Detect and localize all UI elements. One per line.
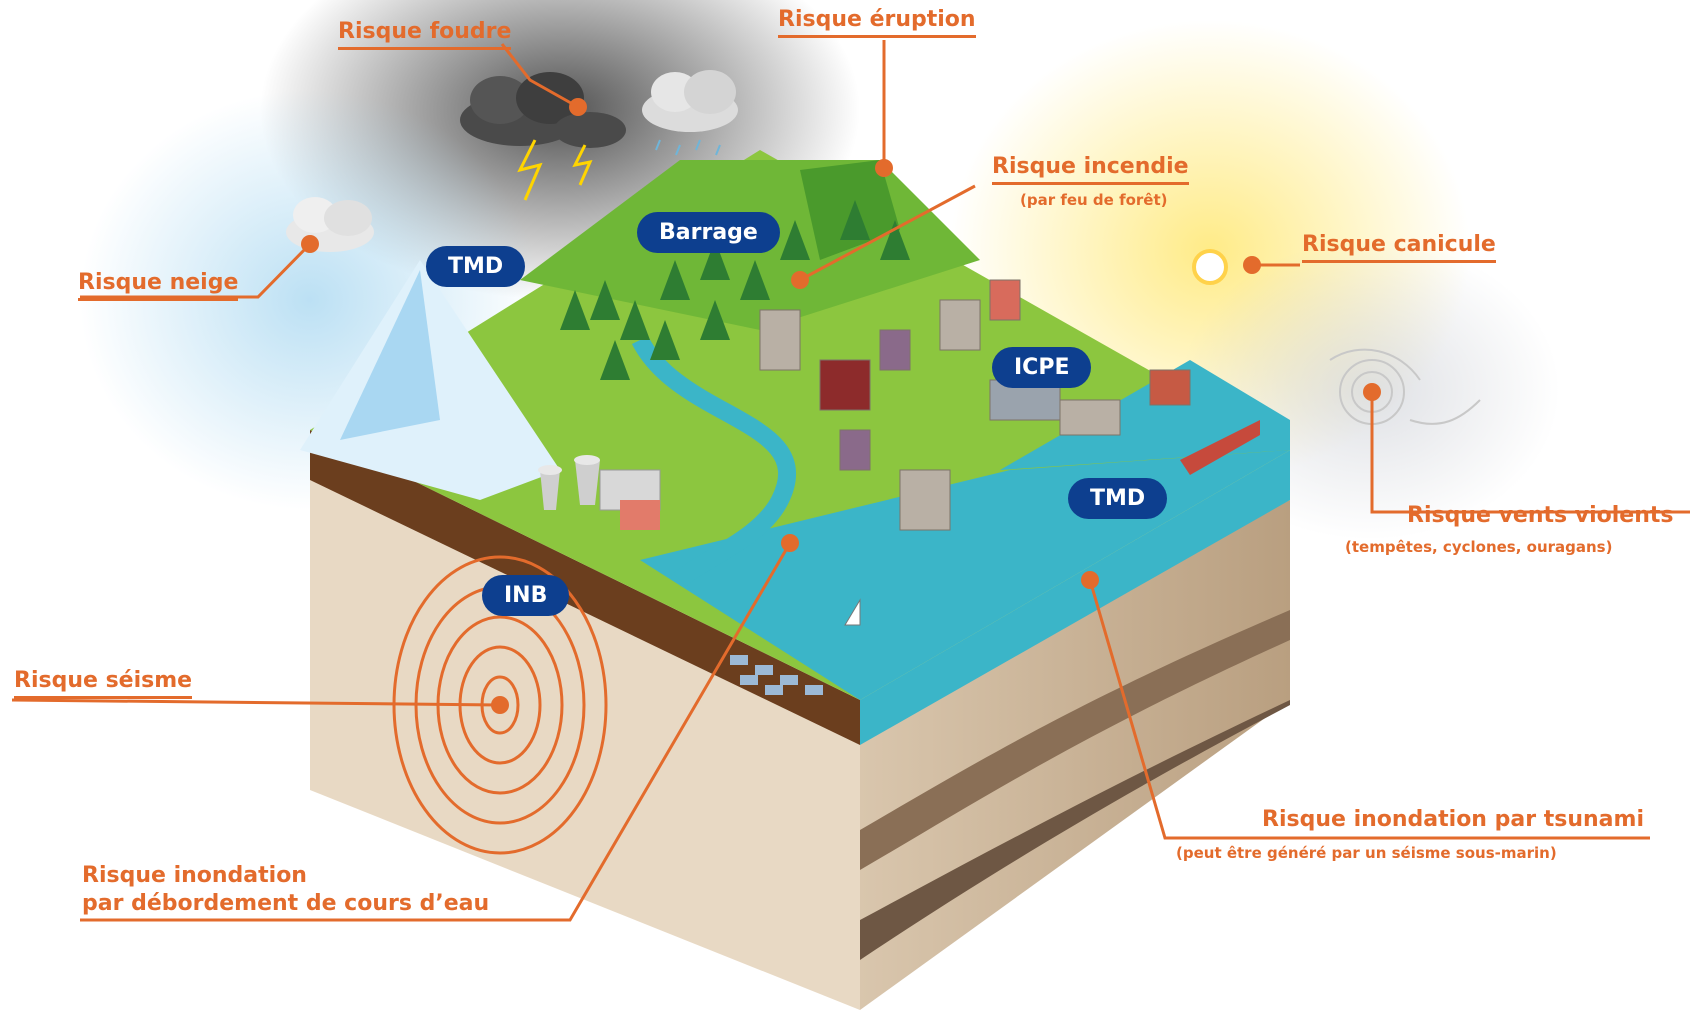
sea-edge bbox=[860, 450, 1290, 745]
label-tsunami-sub: (peut être généré par un séisme sous-mar… bbox=[1176, 844, 1557, 862]
badge-barrage: Barrage bbox=[637, 212, 780, 253]
river bbox=[631, 335, 797, 587]
label-seisme: Risque séisme bbox=[14, 668, 193, 700]
label-inondation-line1: Risque inondation bbox=[82, 863, 307, 888]
ship bbox=[1180, 420, 1260, 475]
label-vents-sub: (tempêtes, cyclones, ouragans) bbox=[1345, 538, 1613, 556]
label-incendie-sub: (par feu de forêt) bbox=[1020, 191, 1168, 209]
forest bbox=[560, 200, 910, 380]
label-eruption: Risque éruption bbox=[778, 7, 976, 39]
volcano bbox=[800, 160, 900, 260]
badge-inb: INB bbox=[482, 575, 570, 616]
badge-tmd-coast: TMD bbox=[1068, 478, 1168, 519]
label-neige: Risque neige bbox=[78, 270, 239, 302]
snow-mountain-shade bbox=[340, 270, 440, 440]
label-incendie: Risque incendie bbox=[992, 154, 1189, 186]
label-inondation: Risque inondation par débordement de cou… bbox=[82, 862, 489, 917]
badge-tmd-top: TMD bbox=[426, 246, 526, 287]
snow-cloud-icon bbox=[286, 197, 374, 252]
stratum-1 bbox=[860, 610, 1290, 870]
sun-icon bbox=[1192, 249, 1228, 285]
badge-icpe: ICPE bbox=[992, 347, 1092, 388]
solar-panels bbox=[730, 655, 823, 695]
leader-dots bbox=[301, 98, 1381, 589]
rain-cloud-icon bbox=[642, 70, 738, 156]
topsoil-left bbox=[310, 430, 860, 745]
label-foudre: Risque foudre bbox=[338, 19, 512, 51]
sailboat bbox=[844, 598, 861, 626]
label-vents: Risque vents violents bbox=[1407, 503, 1674, 528]
label-tsunami: Risque inondation par tsunami bbox=[1262, 807, 1644, 832]
label-inondation-line2: par débordement de cours d’eau bbox=[82, 890, 490, 916]
storm-cloud-icon bbox=[460, 72, 626, 201]
label-canicule: Risque canicule bbox=[1302, 232, 1496, 264]
stratum-2 bbox=[860, 700, 1290, 960]
nuclear-plant bbox=[538, 455, 661, 530]
